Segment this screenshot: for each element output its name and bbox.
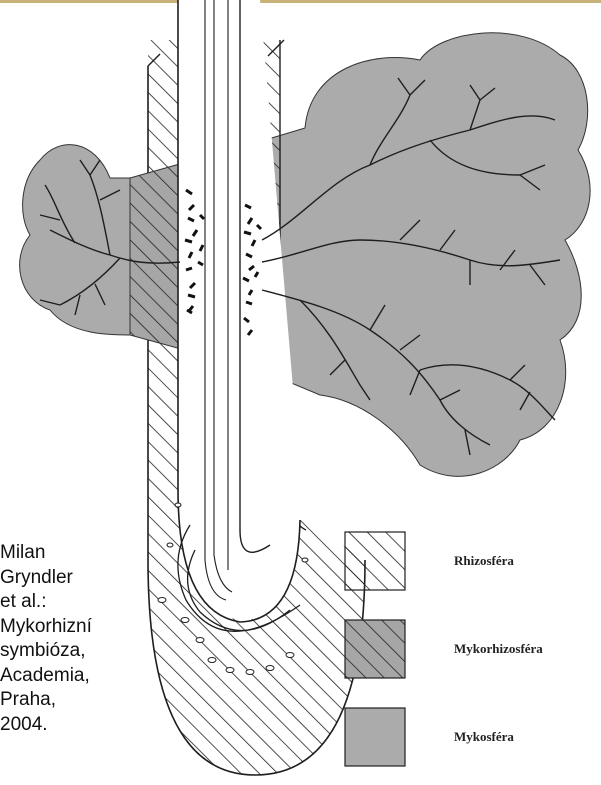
mycosphere-left: [20, 145, 130, 335]
legend-label-mycosphere: Mykosféra: [454, 729, 514, 745]
citation-line: Praha,: [0, 688, 140, 713]
citation-line: Mykorhizní: [0, 615, 140, 640]
citation-line: Milan: [0, 541, 140, 566]
citation-line: Academia,: [0, 664, 140, 689]
legend-swatch-mycorrhizosphere: [345, 620, 405, 678]
citation-line: symbióza,: [0, 639, 140, 664]
legend-label-mycorrhizosphere: Mykorhizosféra: [454, 641, 543, 657]
legend-label-rhizosphere: Rhizosféra: [454, 553, 514, 569]
citation: Milan Gryndler et al.: Mykorhizní symbió…: [0, 541, 140, 737]
mycosphere-right: [265, 33, 590, 477]
citation-line: 2004.: [0, 713, 140, 738]
citation-line: et al.:: [0, 590, 140, 615]
citation-line: Gryndler: [0, 566, 140, 591]
legend-swatch-rhizosphere: [345, 532, 405, 590]
legend-swatch-mycosphere: [345, 708, 405, 766]
